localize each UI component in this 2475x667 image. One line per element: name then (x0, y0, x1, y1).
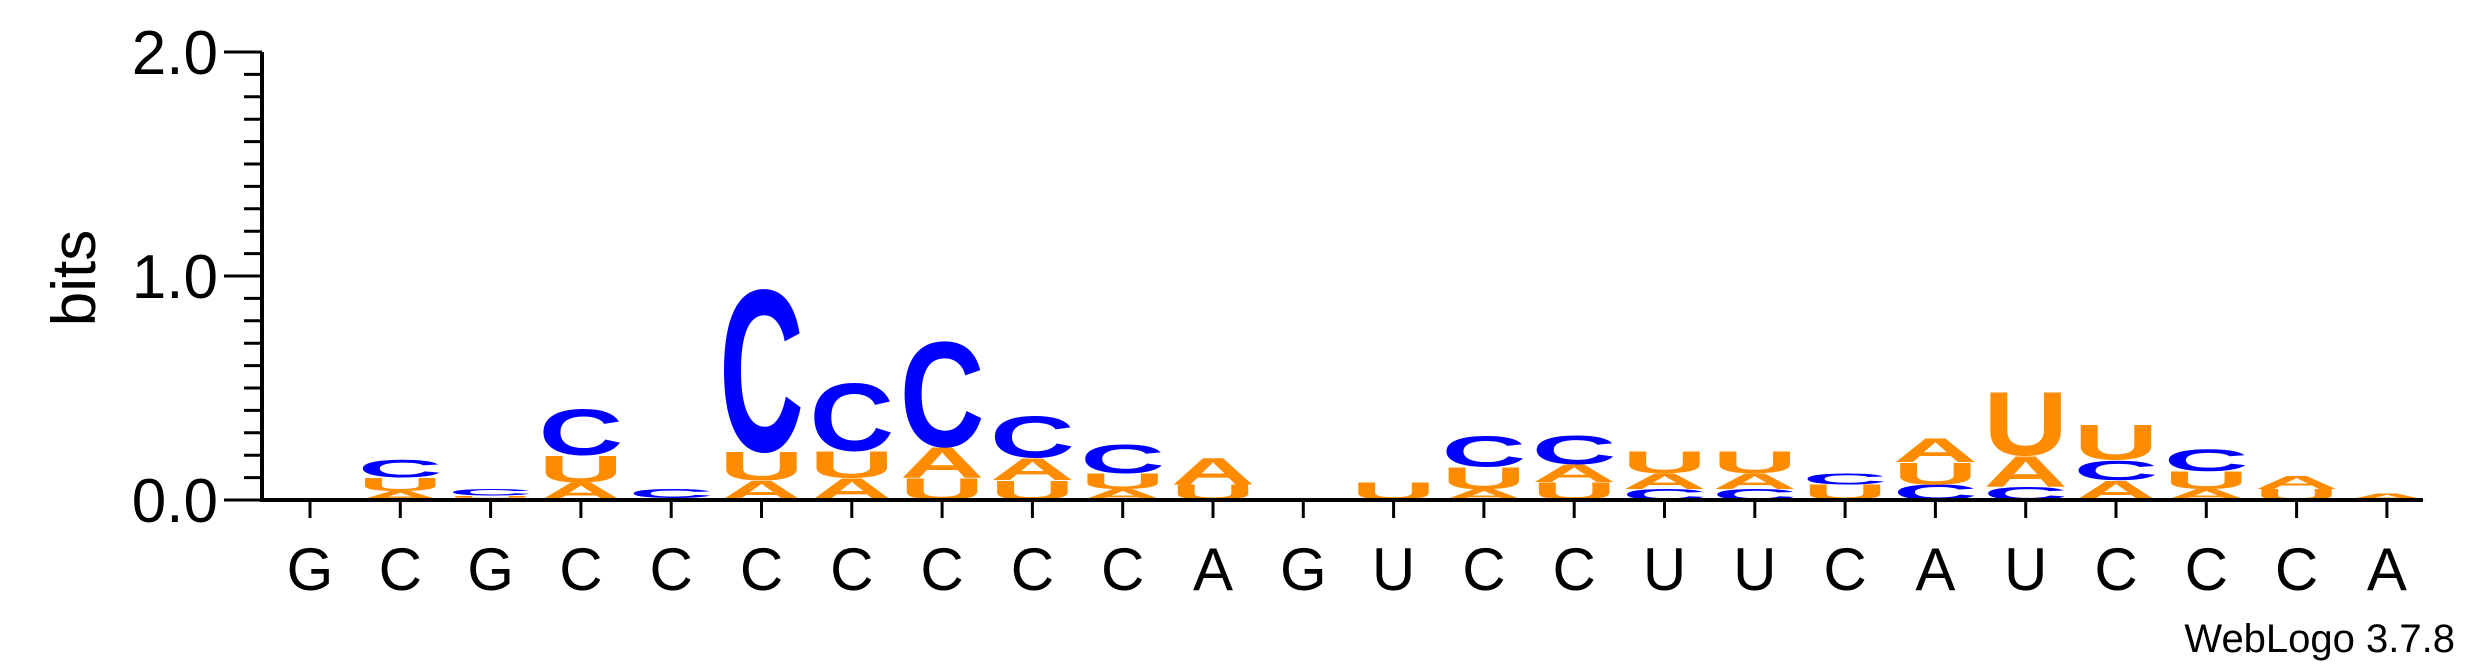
logo-letter-C: C (2074, 455, 2159, 486)
logo-letter-C: C (810, 363, 895, 471)
logo-letter-U: U (1983, 374, 2068, 475)
logo-letter-C: C (990, 404, 1075, 471)
y-tick-label: 1.0 (132, 243, 218, 312)
x-tick-label: G (287, 536, 334, 603)
logo-letter-U: U (1622, 445, 1707, 480)
x-tick-label: C (1553, 536, 1596, 603)
logo-letter-U: U (1442, 461, 1527, 496)
y-tick-label: 2.0 (132, 19, 218, 88)
logo-letter-C: C (2164, 443, 2249, 478)
x-tick-label: A (2367, 536, 2407, 603)
x-tick-label: U (1643, 536, 1686, 603)
x-tick-label: G (467, 536, 514, 603)
x-tick-label: A (1193, 536, 1233, 603)
x-tick-label: C (2275, 536, 2318, 603)
logo-letter-A: A (1532, 459, 1617, 487)
logo-letter-A: A (1171, 451, 1256, 493)
x-tick-label: C (379, 536, 422, 603)
logo-letter-C: C (629, 486, 714, 500)
logo-letter-A: A (990, 452, 1075, 487)
x-tick-label: C (830, 536, 873, 603)
logo-letter-A: A (2254, 472, 2339, 493)
y-tick-label: 0.0 (132, 467, 218, 536)
logo-letter-C: C (900, 310, 985, 478)
logo-letter-U: U (1893, 456, 1978, 491)
weblogo-version-label: WebLogo 3.7.8 (2184, 617, 2455, 661)
logo-letter-C: C (358, 455, 443, 483)
x-tick-label: C (1462, 536, 1505, 603)
logo-letter-C: C (1080, 436, 1165, 481)
x-tick-label: U (1733, 536, 1776, 603)
logo-letter-A: A (1983, 447, 2068, 496)
y-axis-label: bits (40, 230, 109, 326)
x-tick-label: U (2004, 536, 2047, 603)
logo-letter-C: C (1532, 428, 1617, 473)
logo-letter-A: A (2345, 492, 2430, 503)
x-tick-label: C (2185, 536, 2228, 603)
x-tick-label: C (559, 536, 602, 603)
x-tick-label: C (1011, 536, 1054, 603)
logo-letter-U: U (358, 474, 443, 495)
x-tick-label: U (1372, 536, 1415, 603)
x-tick-label: A (1915, 536, 1955, 603)
logo-letter-A: A (1622, 469, 1707, 493)
logo-letter-C: C (448, 487, 533, 498)
x-tick-label: G (1280, 536, 1327, 603)
logo-letter-U: U (2164, 466, 2249, 494)
logo-letter-C: C (1803, 470, 1888, 488)
logo-letter-U: U (1713, 445, 1798, 480)
logo-letter-U: U (2074, 415, 2159, 471)
logo-letter-A: A (900, 438, 985, 487)
x-tick-label: C (1101, 536, 1144, 603)
logo-letter-U: U (1080, 469, 1165, 493)
x-tick-label: C (650, 536, 693, 603)
x-tick-label: C (2094, 536, 2137, 603)
logo-letter-A: A (1893, 431, 1978, 469)
x-tick-label: C (740, 536, 783, 603)
logo-letter-U: U (539, 448, 624, 490)
logo-letter-C: C (1442, 427, 1527, 476)
x-tick-label: C (920, 536, 963, 603)
logo-letter-U: U (448, 495, 533, 499)
x-tick-label: C (1823, 536, 1866, 603)
logo-letter-U: U (719, 443, 804, 488)
logo-letter-A: A (1713, 469, 1798, 493)
logo-stacks: AUCAUCAUCACAUCAUCUACUACAUCUAUAUCUACCAUCA… (358, 241, 2429, 507)
logo-letter-U: U (810, 444, 895, 486)
logo-letter-C: C (539, 396, 624, 469)
y-axis: 0.0 1.0 2.0 (132, 19, 264, 536)
logo-letter-C: C (719, 241, 804, 500)
